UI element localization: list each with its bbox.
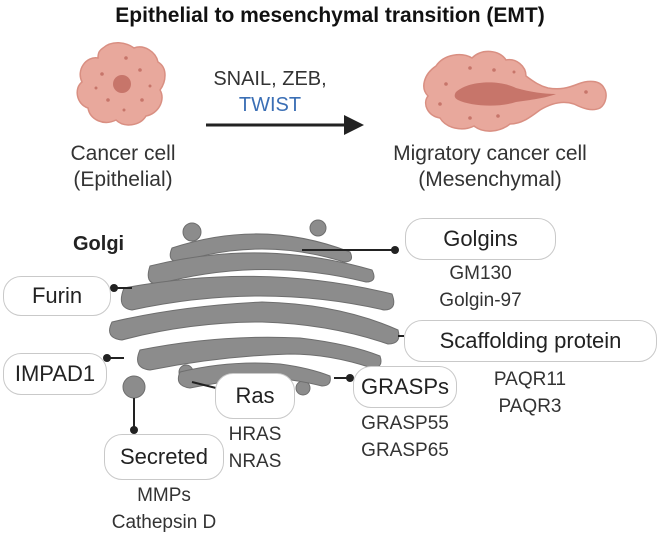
connectors bbox=[103, 246, 404, 434]
golgins-item: GM130 bbox=[449, 263, 512, 284]
secreted-item: Cathepsin D bbox=[111, 512, 217, 533]
golgi-label: Golgi bbox=[73, 233, 125, 255]
scaffolding-item: PAQR3 bbox=[498, 396, 562, 417]
mesenchymal-line2: (Mesenchymal) bbox=[418, 168, 562, 191]
impad1-pill: IMPAD1 bbox=[3, 353, 107, 395]
golgins-list: GM130 Golgin-97 bbox=[405, 260, 556, 314]
mesenchymal-caption: Migratory cancer cell (Mesenchymal) bbox=[360, 141, 620, 193]
scaffolding-pill: Scaffolding protein bbox=[404, 320, 657, 362]
tf-line1: SNAIL, ZEB, bbox=[213, 68, 327, 90]
grasps-item: GRASP55 bbox=[361, 413, 449, 434]
mesenchymal-line1: Migratory cancer cell bbox=[393, 142, 587, 165]
secreted-list: MMPs Cathepsin D bbox=[84, 482, 244, 536]
furin-pill: Furin bbox=[3, 276, 111, 316]
epithelial-cell-icon bbox=[76, 42, 166, 126]
epithelial-line1: Cancer cell bbox=[70, 142, 176, 165]
secreted-pill: Secreted bbox=[104, 434, 224, 480]
transition-arrow bbox=[206, 115, 364, 135]
epithelial-line2: (Epithelial) bbox=[73, 168, 173, 191]
golgi-icon bbox=[109, 219, 400, 399]
epithelial-caption: Cancer cell (Epithelial) bbox=[33, 141, 213, 193]
figure-title: Epithelial to mesenchymal transition (EM… bbox=[115, 4, 545, 27]
mesenchymal-cell-icon bbox=[423, 50, 607, 132]
grasps-pill: GRASPs bbox=[353, 366, 457, 408]
transcription-factors: SNAIL, ZEB, TWIST bbox=[200, 66, 340, 118]
ras-item: NRAS bbox=[228, 451, 282, 472]
ras-list: HRAS NRAS bbox=[205, 421, 305, 475]
golgins-item: Golgin-97 bbox=[439, 290, 522, 311]
scaffolding-item: PAQR11 bbox=[493, 369, 567, 390]
scaffolding-list: PAQR11 PAQR3 bbox=[470, 366, 590, 420]
grasps-list: GRASP55 GRASP65 bbox=[345, 410, 465, 464]
secreted-item: MMPs bbox=[137, 485, 191, 506]
ras-item: HRAS bbox=[228, 424, 282, 445]
ras-pill: Ras bbox=[215, 373, 295, 419]
golgins-pill: Golgins bbox=[405, 218, 556, 260]
tf-line2: TWIST bbox=[238, 94, 302, 116]
grasps-item: GRASP65 bbox=[361, 440, 449, 461]
